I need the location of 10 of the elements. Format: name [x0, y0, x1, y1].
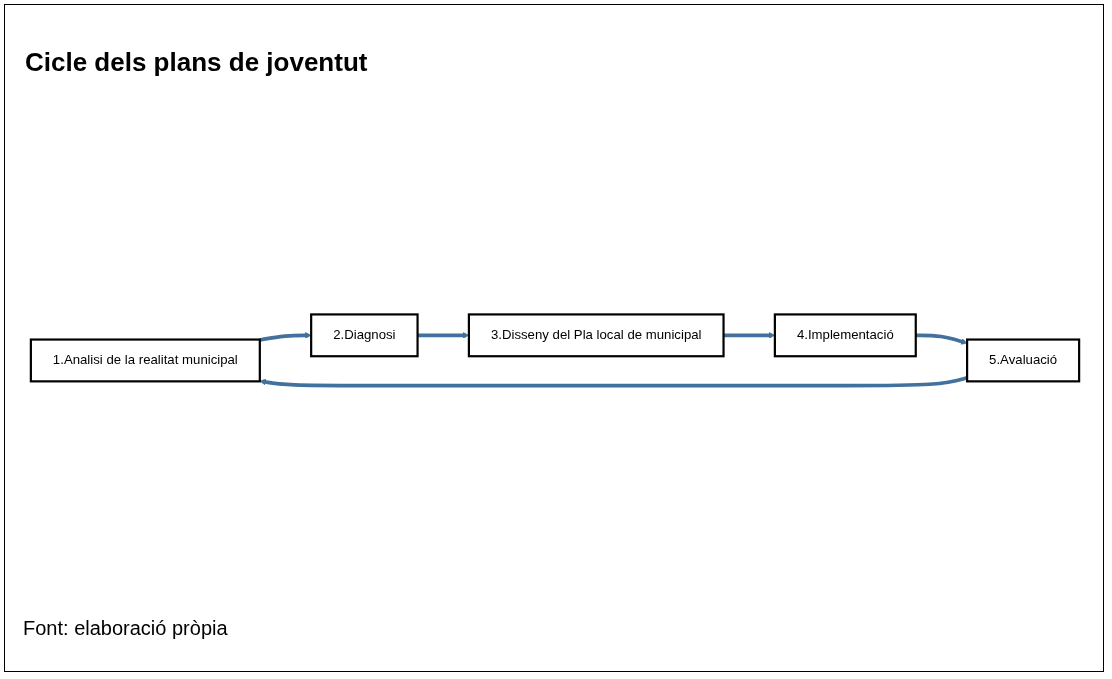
arrow — [915, 333, 968, 345]
node-box: 4.Implementació — [773, 313, 917, 358]
caption: Font: elaboració pròpia — [23, 617, 228, 640]
node-box: 2.Diagnosi — [310, 313, 419, 358]
node-box: 3.Disseny del Pla local de municipal — [467, 313, 725, 358]
node-box: 1.Analisi de la realitat municipal — [29, 338, 261, 383]
arrow — [259, 332, 312, 342]
diagram-title: Cicle dels plans de joventut — [25, 47, 368, 78]
arrow — [259, 375, 968, 388]
node-box: 5.Avaluació — [966, 338, 1081, 383]
